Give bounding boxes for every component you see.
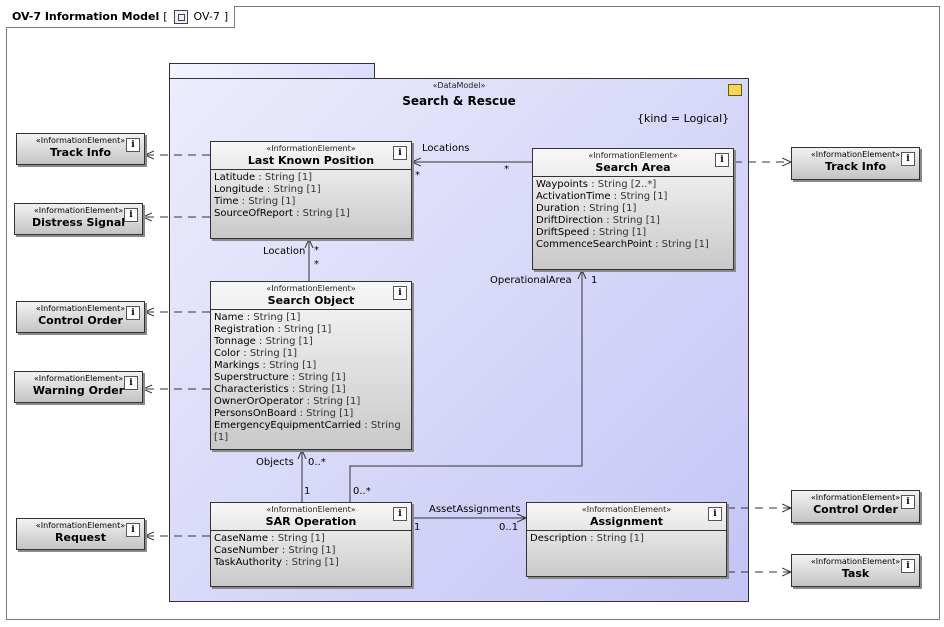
class-stereotype: «InformationElement» [266, 505, 356, 514]
attribute-row: Description : String [1] [530, 533, 644, 544]
package-stereotype: «DataModel» [432, 81, 486, 90]
info-icon[interactable]: i [901, 495, 915, 509]
info-icon[interactable]: i [126, 138, 140, 152]
class-search-area[interactable]: «InformationElement» Search Area i Waypo… [532, 148, 734, 270]
package-name: Search & Rescue [402, 94, 516, 108]
external-track-info-left[interactable]: «InformationElement» Track Info i [16, 133, 145, 165]
info-icon[interactable]: i [901, 559, 915, 573]
assoc-objects-mult-b: 1 [304, 486, 311, 497]
info-icon[interactable]: i [393, 286, 407, 300]
frame-diagram-ref: OV-7 [193, 10, 220, 23]
info-icon[interactable]: i [708, 507, 722, 521]
assoc-location-label: Location [263, 246, 306, 257]
class-sar-operation[interactable]: «InformationElement» SAR Operation i Cas… [210, 502, 412, 587]
assoc-asset-assignments-label: AssetAssignments [429, 504, 521, 515]
attribute-list: Waypoints : String [2..*] ActivationTime… [533, 177, 733, 253]
class-last-known-position[interactable]: «InformationElement» Last Known Position… [210, 141, 412, 239]
class-name: Search Object [267, 294, 355, 307]
assoc-location-mult-a: * [314, 245, 319, 256]
attribute-row: ActivationTime : String [1] [536, 191, 668, 202]
attribute-list: Name : String [1] Registration : String … [211, 310, 411, 446]
class-name: Assignment [589, 515, 664, 528]
attribute-row: PersonsOnBoard : String [1] [214, 408, 354, 419]
class-stereotype: «InformationElement» [588, 151, 678, 160]
class-stereotype: «InformationElement» [266, 144, 356, 153]
assoc-objects-mult-a: 0..* [308, 457, 326, 468]
assoc-asset-assignments-mult-a: 1 [414, 522, 421, 533]
package-kind: {kind = Logical} [637, 112, 730, 125]
external-control-order-right[interactable]: «InformationElement» Control Order i [791, 490, 920, 523]
info-icon[interactable]: i [124, 376, 138, 390]
attribute-row: CommenceSearchPoint : String [1] [536, 239, 709, 250]
info-icon[interactable]: i [393, 507, 407, 521]
assoc-locations-label: Locations [422, 143, 470, 154]
assoc-asset-assignments-mult-b: 0..1 [499, 522, 519, 533]
attribute-row: Time : String [1] [214, 196, 296, 207]
assoc-locations-mult-a: * [415, 170, 420, 181]
frame-title: OV-7 Information Model [12, 10, 160, 23]
assoc-locations-mult-b: * [504, 164, 509, 175]
info-icon[interactable]: i [901, 152, 915, 166]
attribute-row: SourceOfReport : String [1] [214, 208, 350, 219]
assoc-operational-area-mult-b: 0..* [353, 486, 371, 497]
attribute-row: Tonnage : String [1] [214, 336, 313, 347]
external-control-order-left[interactable]: «InformationElement» Control Order i [16, 301, 145, 333]
info-icon[interactable]: i [126, 523, 140, 537]
external-distress-signal[interactable]: «InformationElement» Distress Signal i [14, 203, 143, 235]
frame-title-tab[interactable]: OV-7 Information Model [ OV-7 ] [6, 6, 236, 28]
assoc-objects-label: Objects [256, 457, 294, 468]
class-assignment[interactable]: «InformationElement» Assignment i Descri… [526, 502, 727, 577]
diagram-frame [6, 6, 940, 620]
attribute-list: Latitude : String [1] Longitude : String… [211, 170, 411, 222]
attribute-row: Duration : String [1] [536, 203, 637, 214]
attribute-row: Color : String [1] [214, 348, 298, 359]
attribute-row: CaseNumber : String [1] [214, 545, 336, 556]
attribute-row: Waypoints : String [2..*] [536, 179, 657, 190]
attribute-row: TaskAuthority : String [1] [214, 557, 339, 568]
external-request[interactable]: «InformationElement» Request i [16, 518, 145, 550]
attribute-row: DriftDirection : String [1] [536, 215, 660, 226]
attribute-row: Superstructure : String [1] [214, 372, 346, 383]
attribute-row: Registration : String [1] [214, 324, 332, 335]
attribute-row: CaseName : String [1] [214, 533, 325, 544]
external-warning-order[interactable]: «InformationElement» Warning Order i [14, 371, 143, 403]
attribute-row: Markings : String [1] [214, 360, 317, 371]
package-tab [169, 63, 375, 79]
class-name: SAR Operation [265, 515, 357, 528]
assoc-operational-area-line [349, 270, 582, 502]
attribute-row: Characteristics : String [1] [214, 384, 346, 395]
external-track-info-right[interactable]: «InformationElement» Track Info i [791, 147, 920, 180]
info-icon[interactable]: i [393, 146, 407, 160]
assoc-operational-area-mult-a: 1 [591, 275, 598, 286]
info-icon[interactable]: i [126, 306, 140, 320]
attribute-row: Latitude : String [1] [214, 172, 313, 183]
package-icon [728, 84, 742, 96]
class-stereotype: «InformationElement» [581, 505, 672, 514]
assoc-operational-area-label: OperationalArea [490, 275, 572, 286]
attribute-row: Name : String [1] [214, 312, 301, 323]
attribute-row: DriftSpeed : String [1] [536, 227, 647, 238]
class-name: Search Area [595, 161, 671, 174]
attribute-row: OwnerOrOperator : String [1] [214, 396, 361, 407]
class-name: Last Known Position [247, 154, 375, 167]
class-search-object[interactable]: «InformationElement» Search Object i Nam… [210, 281, 412, 450]
info-icon[interactable]: i [715, 153, 729, 167]
attribute-row: Longitude : String [1] [214, 184, 321, 195]
info-icon[interactable]: i [124, 208, 138, 222]
attribute-list: Description : String [1] [527, 531, 726, 547]
assoc-location-mult-b: * [314, 259, 319, 270]
diagram-icon [173, 9, 188, 24]
external-task[interactable]: «InformationElement» Task i [791, 554, 920, 587]
class-stereotype: «InformationElement» [266, 284, 356, 293]
attribute-list: CaseName : String [1] CaseNumber : Strin… [211, 531, 411, 571]
attribute-row: EmergencyEquipmentCarried : String [1] [214, 420, 401, 443]
